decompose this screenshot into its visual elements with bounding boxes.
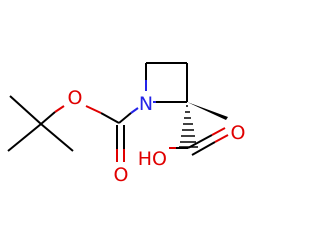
bond-o-tbutyl-red xyxy=(54,105,65,113)
bond-acid-c-o-double-b-red xyxy=(214,134,229,143)
atom-acid-hydroxyl: HO xyxy=(138,148,167,170)
bonds xyxy=(7,62,229,162)
bond-acid-c-o-double-a-red xyxy=(211,127,226,136)
atom-labels: N O O O HO xyxy=(68,87,246,186)
bond-carboxyl-hash xyxy=(179,105,198,148)
bond-tbutyl-methyl-up xyxy=(9,95,42,125)
atom-ester-oxygen: O xyxy=(68,87,83,109)
bond-o-tbutyl xyxy=(40,111,56,125)
atom-nitrogen: N xyxy=(139,93,153,115)
bond-carbamate-c-o-ester-red xyxy=(85,105,102,114)
atom-acid-carbonyl-oxygen: O xyxy=(231,122,246,144)
bond-tbutyl-methyl-right xyxy=(40,123,74,152)
bond-tbutyl-methyl-left xyxy=(7,123,42,152)
bond-acid-c-o-double-a xyxy=(187,134,213,149)
bond-carbamate-c-o-ester xyxy=(100,112,120,124)
bond-n-carbamate xyxy=(118,112,132,124)
molecule-structure: N O O O HO xyxy=(7,62,246,186)
bond-acid-c-o-double-b xyxy=(191,141,216,156)
atom-carbamate-carbonyl-oxygen: O xyxy=(114,164,129,186)
bond-methyl-wedge xyxy=(187,102,228,120)
bond-n-carbamate-blue xyxy=(130,107,139,114)
